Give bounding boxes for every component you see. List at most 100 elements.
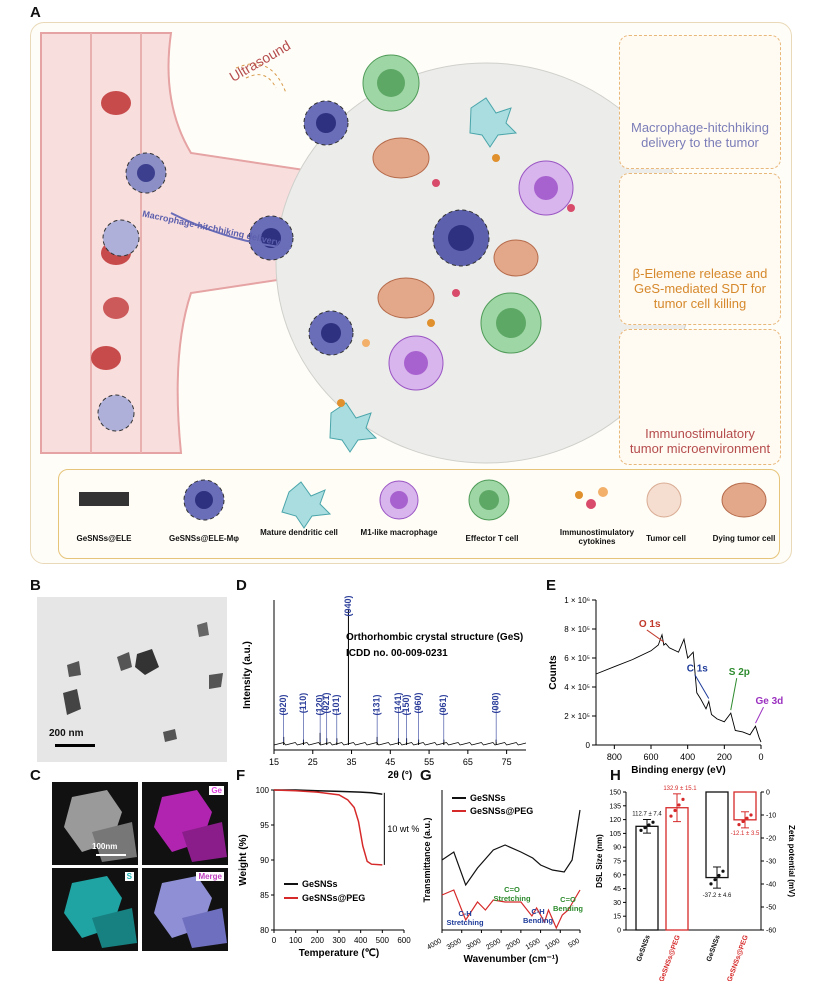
peak-label: (021) bbox=[321, 692, 331, 713]
merge-map-label: Merge bbox=[196, 872, 224, 881]
right-tick-label: -30 bbox=[766, 859, 776, 866]
data-point bbox=[709, 882, 713, 886]
box-sdt-text: β-Elemene release and GeS-mediated SDT f… bbox=[632, 266, 768, 311]
x-axis-label: Wavenumber (cm⁻¹) bbox=[464, 954, 559, 965]
x-tick-label: 2500 bbox=[485, 938, 502, 952]
y-tick-label: 6 × 10⁵ bbox=[564, 654, 590, 663]
legend-m1-macrophage: M1-like macrophage bbox=[360, 528, 438, 537]
y-axis-label: Intensity (a.u.) bbox=[242, 641, 253, 709]
y-axis-label: Counts bbox=[548, 655, 559, 690]
annotation-label: Ge 3d bbox=[756, 696, 784, 707]
x-tick-label: 0 bbox=[758, 752, 763, 762]
legend-effector-t-cell: Effector T cell bbox=[465, 534, 519, 543]
data-point bbox=[639, 828, 643, 833]
peak-label: (150) bbox=[401, 694, 411, 715]
annotation-label-line2: Stretching bbox=[446, 918, 484, 927]
x-tick-label: 45 bbox=[385, 757, 395, 767]
x-tick-label: 4000 bbox=[426, 938, 443, 952]
annotation-arrow bbox=[646, 629, 665, 643]
left-tick-label: 30 bbox=[613, 900, 621, 907]
x-tick-label: 500 bbox=[376, 936, 390, 945]
x-tick-label: 100 bbox=[289, 936, 303, 945]
annotation-label-line2: Bending bbox=[553, 904, 583, 913]
left-tick-label: 150 bbox=[609, 790, 621, 797]
box-sdt: β-Elemene release and GeS-mediated SDT f… bbox=[619, 173, 781, 325]
y-tick-label: 8 × 10⁵ bbox=[564, 625, 590, 634]
x-tick-label: 400 bbox=[680, 752, 695, 762]
category-label: GeSNSs@PEG bbox=[726, 934, 750, 981]
category-label: GeSNSs bbox=[706, 934, 722, 962]
peak-label: (020) bbox=[278, 694, 288, 715]
right-tick-label: -60 bbox=[766, 928, 776, 935]
annotation-label: S 2p bbox=[729, 667, 750, 678]
panel-label-b: B bbox=[30, 577, 41, 594]
y-tick-label: 0 bbox=[586, 741, 591, 750]
peak-label: (141) bbox=[393, 692, 403, 713]
peak-label: (061) bbox=[438, 694, 448, 715]
value-label: 132.9 ± 15.1 bbox=[663, 786, 697, 792]
peak-label: (060) bbox=[413, 692, 423, 713]
left-tick-label: 60 bbox=[613, 872, 621, 879]
legend-tumor-cell: Tumor cell bbox=[646, 534, 686, 543]
x-tick-label: 600 bbox=[397, 936, 411, 945]
eds-scale-label: 100nm bbox=[92, 842, 118, 851]
tem-image: 200 nm bbox=[37, 597, 227, 762]
x-tick-label: 65 bbox=[463, 757, 473, 767]
data-point bbox=[713, 878, 717, 882]
s-map-label: S bbox=[124, 872, 134, 881]
panel-label-e: E bbox=[546, 577, 557, 594]
annotation-label-line2: Stretching bbox=[493, 894, 531, 903]
eds-scale-bar bbox=[96, 854, 126, 856]
annotation-label-line1: C=O bbox=[560, 895, 576, 904]
ge-map: Ge bbox=[142, 782, 228, 865]
box-delivery-text: Macrophage-hitchhiking delivery to the t… bbox=[630, 120, 770, 150]
legend-label: GeSNSs@PEG bbox=[470, 806, 533, 816]
data-point bbox=[749, 813, 753, 817]
x-tick-label: 25 bbox=[308, 757, 318, 767]
y-tick-label: 100 bbox=[256, 786, 270, 795]
annotation-label: O 1s bbox=[639, 619, 661, 630]
data-point bbox=[677, 803, 681, 807]
panel-label-d: D bbox=[236, 577, 247, 594]
y-tick-label: 80 bbox=[260, 926, 269, 935]
y-tick-label: 2 × 10⁵ bbox=[564, 712, 590, 721]
x-tick-label: 1500 bbox=[525, 938, 542, 952]
y-tick-label: 90 bbox=[260, 856, 269, 865]
box-immuno-text: Immunostimulatory tumor microenvironment bbox=[629, 426, 771, 456]
data-point bbox=[741, 819, 745, 824]
x-tick-label: 200 bbox=[717, 752, 732, 762]
peak-label: (120) bbox=[315, 694, 325, 715]
left-tick-label: 75 bbox=[613, 859, 621, 866]
xps-spectrum bbox=[595, 633, 762, 743]
panel-label-a: A bbox=[30, 4, 41, 21]
value-label: -37.2 ± 4.6 bbox=[703, 893, 732, 899]
right-tick-label: -40 bbox=[766, 882, 776, 889]
data-point bbox=[681, 797, 685, 801]
peak-label: (040) bbox=[343, 595, 353, 616]
annotation-label-line1: C=O bbox=[504, 885, 520, 894]
x-tick-label: 2000 bbox=[505, 938, 522, 952]
tem-scale-label: 200 nm bbox=[49, 728, 84, 739]
left-axis-label: DSL Size (nm) bbox=[595, 834, 604, 888]
legend-gesnss-ele-macrophage: GeSNSs@ELE-Mφ bbox=[169, 534, 239, 543]
annotation-arrow bbox=[730, 678, 738, 711]
value-label: 112.7 ± 7.4 bbox=[632, 812, 662, 818]
x-tick-label: 1000 bbox=[544, 938, 561, 952]
right-tick-label: -50 bbox=[766, 905, 776, 912]
data-point bbox=[717, 873, 721, 878]
right-axis-label: Zeta potential (mV) bbox=[787, 825, 796, 897]
annotation-arrow bbox=[694, 674, 710, 699]
merge-map: Merge bbox=[142, 868, 228, 951]
legend-dendritic-cell: Mature dendritic cell bbox=[260, 528, 338, 537]
chart-title: Orthorhombic crystal structure (GeS) bbox=[346, 632, 523, 643]
y-tick-label: 95 bbox=[260, 821, 269, 830]
haadf-image: 100nm bbox=[52, 782, 138, 865]
data-point bbox=[643, 826, 647, 830]
y-axis-label: Weight (%) bbox=[238, 834, 249, 885]
weight-loss-label: 10 wt % bbox=[387, 824, 419, 834]
category-label: GeSNSs bbox=[636, 934, 652, 962]
ftir-curve-1 bbox=[441, 889, 581, 930]
x-axis-label: 2θ (°) bbox=[388, 770, 412, 781]
